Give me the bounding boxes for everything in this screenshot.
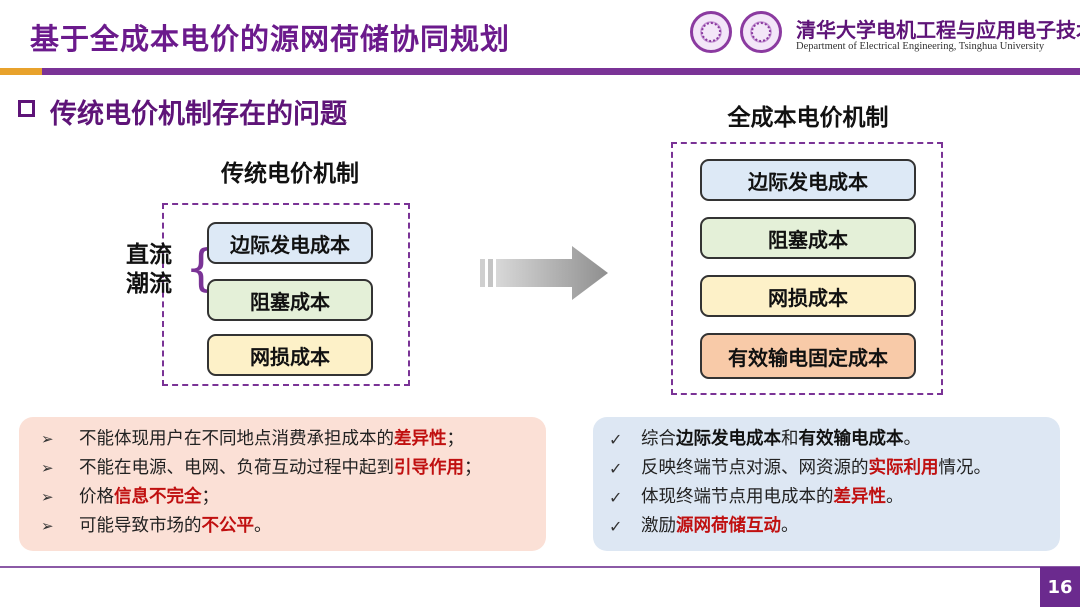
list-item: ✓综合边际发电成本和有效输电成本。 (593, 425, 1060, 454)
list-item: ➢价格信息不完全； (19, 483, 546, 512)
check-icon: ✓ (609, 430, 623, 449)
problems-panel: ➢不能体现用户在不同地点消费承担成本的差异性； ➢不能在电源、电网、负荷互动过程… (19, 417, 546, 551)
benefits-panel: ✓综合边际发电成本和有效输电成本。 ✓反映终端节点对源、网资源的实际利用情况。 … (593, 417, 1060, 551)
list-item: ✓反映终端节点对源、网资源的实际利用情况。 (593, 454, 1060, 483)
right-arrow-icon (480, 244, 610, 302)
check-icon: ✓ (609, 459, 623, 478)
traditional-item-loss-cost: 网损成本 (207, 334, 373, 376)
list-item: ✓激励源网荷储互动。 (593, 512, 1060, 541)
slide-title: 基于全成本电价的源网荷储协同规划 (30, 22, 511, 56)
arrow-bullet-icon: ➢ (41, 488, 54, 506)
full-cost-item-congestion-cost: 阻塞成本 (700, 217, 916, 259)
page-number: 16 (1040, 567, 1080, 607)
list-item: ➢可能导致市场的不公平。 (19, 512, 546, 541)
list-item: ✓体现终端节点用电成本的差异性。 (593, 483, 1060, 512)
section-title: 传统电价机制存在的问题 (50, 99, 347, 130)
header-accent-bar (0, 68, 42, 75)
footer-divider (0, 566, 1080, 568)
full-cost-mechanism-frame (671, 142, 943, 395)
list-item: ➢不能体现用户在不同地点消费承担成本的差异性； (19, 425, 546, 454)
full-cost-mechanism-title: 全成本电价机制 (727, 105, 889, 131)
arrow-bullet-icon: ➢ (41, 459, 54, 477)
arrow-bullet-icon: ➢ (41, 517, 54, 535)
dc-flow-label: 直流潮流 (126, 242, 172, 297)
university-seal-icon (690, 11, 732, 53)
full-cost-item-marginal-cost: 边际发电成本 (700, 159, 916, 201)
department-name-en: Department of Electrical Engineering, Ts… (796, 41, 1045, 52)
list-item: ➢不能在电源、电网、负荷互动过程中起到引导作用； (19, 454, 546, 483)
traditional-item-marginal-cost: 边际发电成本 (207, 222, 373, 264)
traditional-mechanism-frame (162, 203, 410, 386)
header-divider (0, 68, 1080, 75)
traditional-item-congestion-cost: 阻塞成本 (207, 279, 373, 321)
full-cost-item-fixed-transmission-cost: 有效输电固定成本 (700, 333, 916, 379)
check-icon: ✓ (609, 488, 623, 507)
department-seal-icon (740, 11, 782, 53)
arrow-bullet-icon: ➢ (41, 430, 54, 448)
full-cost-item-loss-cost: 网损成本 (700, 275, 916, 317)
traditional-mechanism-title: 传统电价机制 (221, 161, 359, 187)
check-icon: ✓ (609, 517, 623, 536)
university-name: 清华大学电机工程与应用电子技术系 (796, 18, 1080, 42)
section-square-icon (18, 100, 35, 117)
